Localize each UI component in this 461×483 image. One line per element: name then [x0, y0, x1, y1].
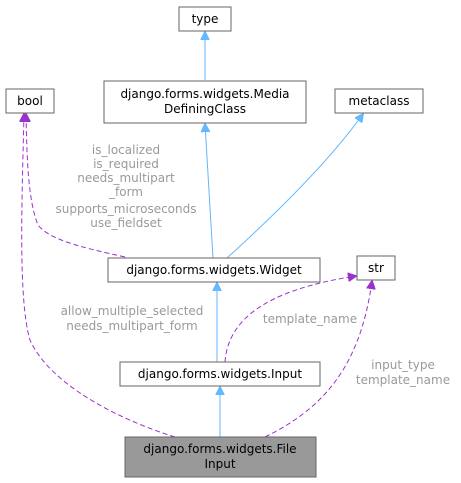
edge-label-line: is_required: [93, 157, 159, 171]
node-type-label: type: [192, 12, 219, 26]
node-str-label: str: [368, 261, 384, 275]
node-media-label-line1: django.forms.widgets.Media: [120, 87, 289, 101]
node-file-label-line1: django.forms.widgets.File: [143, 442, 296, 456]
edge-label-bool-widget: is_localized is_required needs_multipart…: [55, 143, 196, 230]
edge-label-line: supports_microseconds: [55, 202, 196, 216]
node-file-input[interactable]: django.forms.widgets.File Input: [124, 436, 317, 478]
edge-widget-to-bool: [26, 114, 126, 258]
edge-label-line: template_name: [263, 312, 357, 326]
node-str[interactable]: str: [356, 255, 396, 281]
edge-widget-to-media: [205, 124, 214, 259]
edge-label-line: is_localized: [92, 143, 160, 157]
node-media-label-line2: DefiningClass: [164, 102, 246, 116]
edge-label-line: template_name: [356, 373, 450, 387]
node-bool[interactable]: bool: [5, 88, 55, 114]
edge-widget-to-metaclass: [226, 114, 363, 259]
node-bool-label: bool: [17, 94, 43, 108]
edge-label-line: needs_multipart: [77, 171, 175, 185]
node-type[interactable]: type: [178, 6, 232, 32]
node-media-defining-class[interactable]: django.forms.widgets.Media DefiningClass: [103, 80, 307, 124]
edge-label-line: _form: [108, 185, 143, 199]
edge-file-to-bool: [22, 114, 176, 438]
edge-label-line: allow_multiple_selected: [61, 304, 204, 318]
edge-label-bool-file: allow_multiple_selected needs_multipart_…: [61, 304, 204, 333]
node-metaclass[interactable]: metaclass: [334, 88, 424, 114]
edge-label-str-input: template_name: [263, 312, 357, 326]
node-metaclass-label: metaclass: [349, 94, 410, 108]
edge-label-line: input_type: [371, 358, 435, 372]
node-input[interactable]: django.forms.widgets.Input: [119, 361, 321, 387]
edge-label-line: needs_multipart_form: [66, 319, 198, 333]
node-widget[interactable]: django.forms.widgets.Widget: [107, 257, 321, 283]
edge-label-line: use_fieldset: [90, 216, 162, 230]
edge-label-str-file: input_type template_name: [356, 358, 450, 387]
node-file-label-line2: Input: [204, 457, 235, 471]
node-widget-label: django.forms.widgets.Widget: [126, 263, 302, 277]
node-input-label: django.forms.widgets.Input: [138, 367, 302, 381]
edge-file-to-str: [264, 281, 372, 438]
edge-input-to-str: [224, 276, 356, 363]
